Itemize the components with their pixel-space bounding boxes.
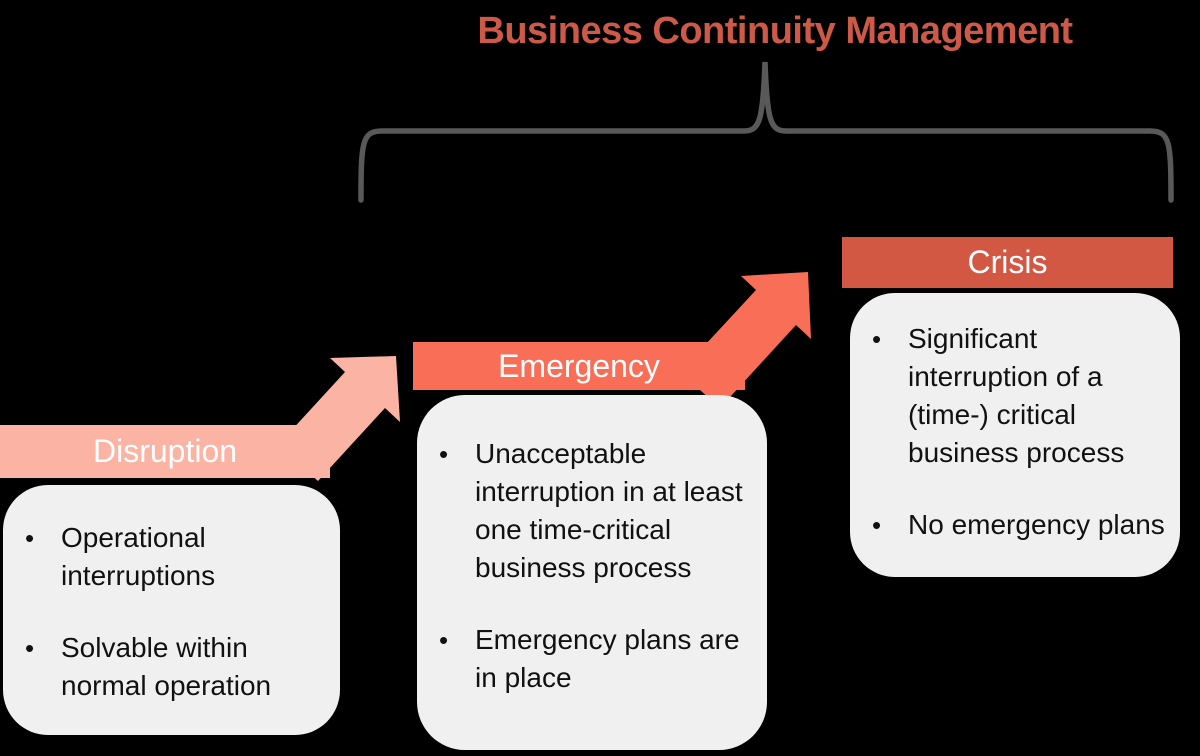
crisis-banner-label: Crisis xyxy=(967,244,1048,280)
emergency-banner-label: Emergency xyxy=(498,347,660,384)
diagram-title: Business Continuity Management xyxy=(477,10,1073,52)
bullet-text: Emergency plans are in place xyxy=(475,624,740,693)
disruption-bullet-1: • Operational interruptions xyxy=(3,519,340,595)
crisis-banner: Crisis xyxy=(842,237,1173,288)
disruption-banner-label: Disruption xyxy=(92,433,238,469)
bullet-icon: • xyxy=(872,324,882,354)
bullet-text: Solvable within normal operation xyxy=(61,632,272,701)
brace-icon xyxy=(358,61,1174,203)
emergency-banner: Emergency xyxy=(413,342,745,390)
emergency-card: • Unacceptable interruption in at least … xyxy=(417,395,767,750)
bullet-icon: • xyxy=(439,625,449,655)
bullet-icon: • xyxy=(872,510,882,540)
bullet-text: Significant interruption of a (time-) cr… xyxy=(908,323,1125,468)
crisis-bullet-1: • Significant interruption of a (time-) … xyxy=(850,320,1180,472)
bullet-icon: • xyxy=(439,439,449,469)
disruption-card: • Operational interruptions • Solvable w… xyxy=(3,485,340,735)
emergency-bullet-1: • Unacceptable interruption in at least … xyxy=(417,435,767,587)
bullet-text: No emergency plans xyxy=(908,509,1165,540)
bullet-icon: • xyxy=(25,633,35,663)
disruption-bullet-2: • Solvable within normal operation xyxy=(3,629,340,705)
disruption-banner: Disruption xyxy=(0,425,330,478)
bullet-text: Operational interruptions xyxy=(61,522,216,591)
crisis-card: • Significant interruption of a (time-) … xyxy=(850,293,1180,577)
bullet-icon: • xyxy=(25,523,35,553)
emergency-bullet-2: • Emergency plans are in place xyxy=(417,621,767,697)
bullet-text: Unacceptable interruption in at least on… xyxy=(475,438,743,583)
crisis-bullet-2: • No emergency plans xyxy=(850,506,1180,544)
